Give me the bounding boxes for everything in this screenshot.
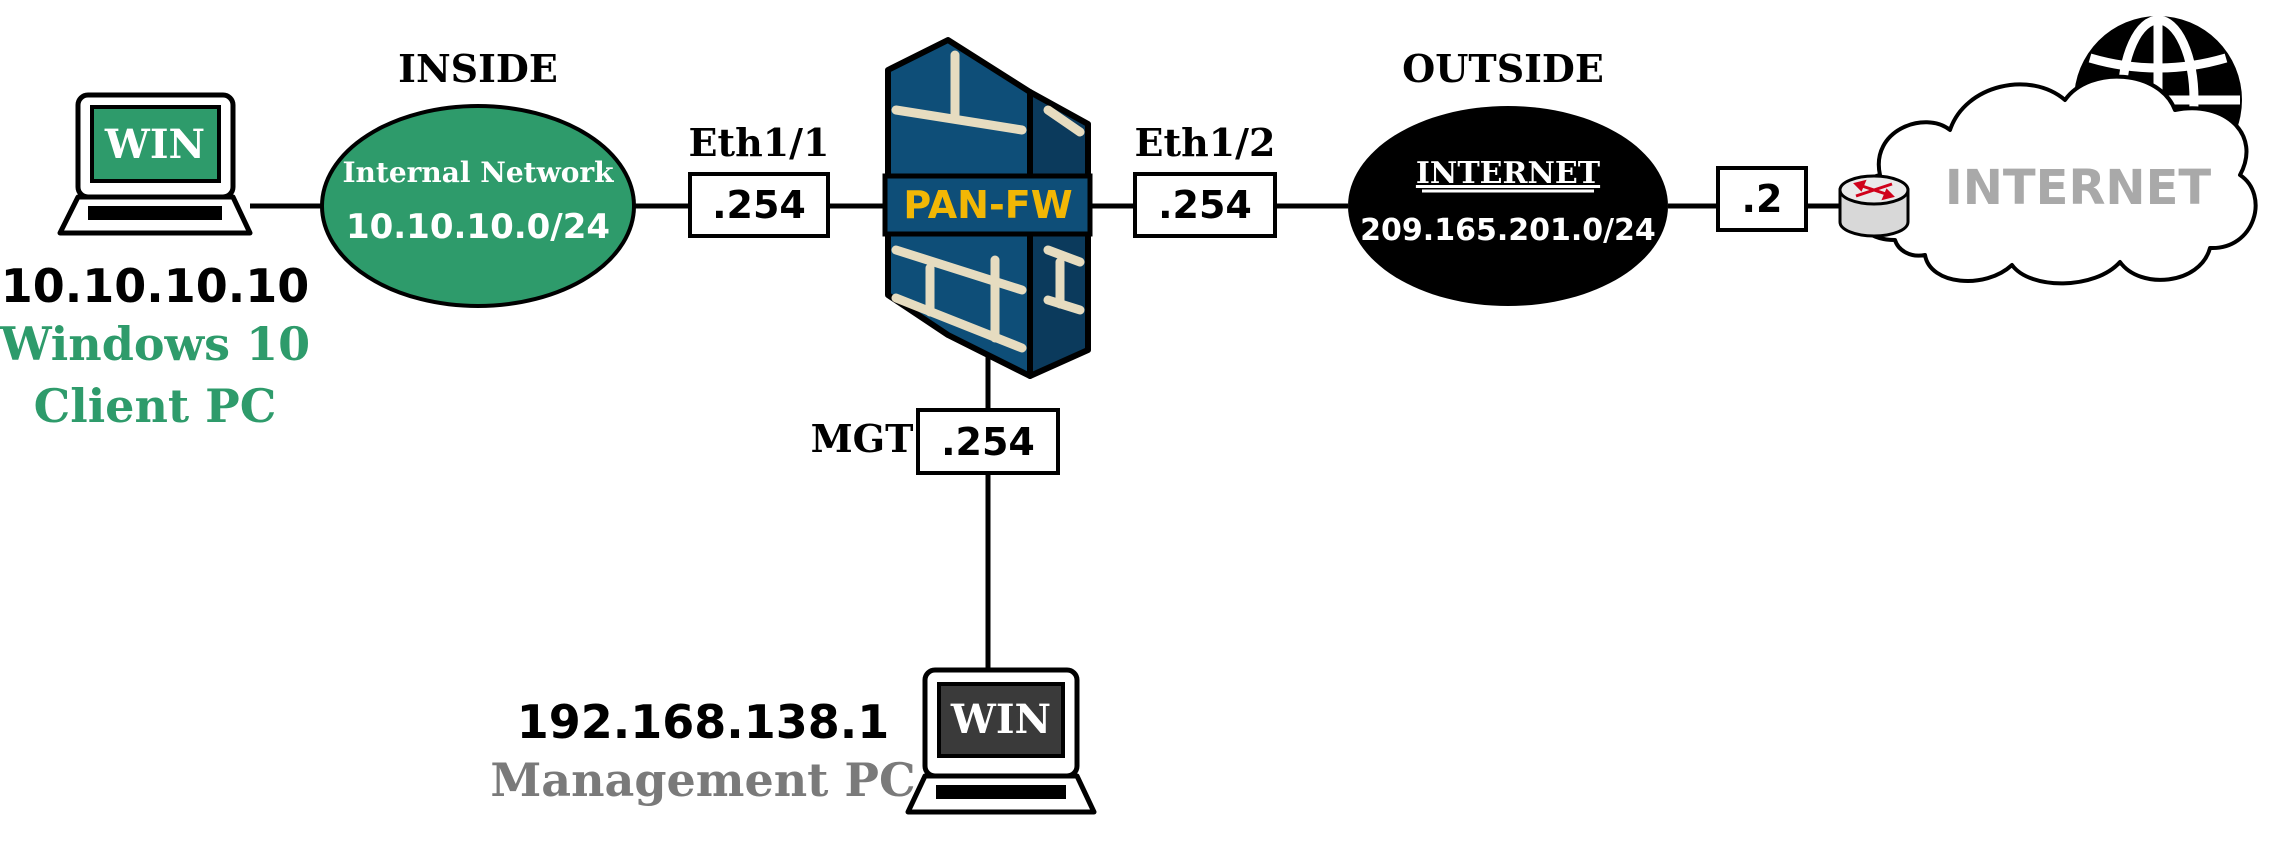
router-icon xyxy=(1838,174,1910,238)
firewall-name: PAN-FW xyxy=(903,183,1072,227)
eth1-1-ip-box xyxy=(688,172,830,238)
gateway-ip-box xyxy=(1716,166,1808,232)
eth1-2-ip-box xyxy=(1133,172,1277,238)
eth1-2-ip: .254 xyxy=(1158,183,1252,227)
links xyxy=(250,203,1840,670)
client-role-label: Client PC xyxy=(34,379,277,433)
eth1-1-ip: .254 xyxy=(712,183,806,227)
internal-network-title: Internal Network xyxy=(342,156,614,189)
zone-inside-label: INSIDE xyxy=(398,46,558,91)
firewall-brick-pattern xyxy=(891,50,1085,353)
client-ip: 10.10.10.10 xyxy=(1,259,309,313)
management-pc-laptop: WIN xyxy=(905,667,1097,815)
management-pc-ip: 192.168.138.1 xyxy=(517,695,890,749)
mgmt-laptop-screen xyxy=(937,682,1065,758)
internal-network-subnet: 10.10.10.0/24 xyxy=(346,207,610,247)
mgmt-laptop-keyboard xyxy=(936,785,1066,799)
firewall-label-band xyxy=(882,173,1093,237)
eth1-2-interface-label: Eth1/2 xyxy=(1135,120,1276,165)
internet-cloud-label: INTERNET xyxy=(1945,160,2211,216)
internal-network-ellipse xyxy=(320,104,636,308)
client-pc-laptop: WIN xyxy=(57,92,253,236)
mgt-interface-label: MGT xyxy=(811,416,914,461)
external-network-subnet: 209.165.201.0/24 xyxy=(1360,213,1656,248)
internal-network-node: Internal Network 10.10.10.0/24 xyxy=(320,104,636,308)
client-screen-label: WIN xyxy=(104,121,205,168)
firewall-device: PAN-FW xyxy=(882,37,1093,379)
eth1-1-interface-label: Eth1/1 xyxy=(689,120,830,165)
external-network-ellipse xyxy=(1348,106,1668,306)
external-network-node: INTERNET 209.165.201.0/24 xyxy=(1348,106,1668,306)
client-os-label: Windows 10 xyxy=(0,317,310,371)
internet-cloud: INTERNET xyxy=(1851,15,2258,286)
zone-outside-label: OUTSIDE xyxy=(1402,46,1604,91)
management-pc-label: Management PC xyxy=(490,753,915,807)
mgmt-screen-label: WIN xyxy=(950,696,1051,743)
gateway-ip: .2 xyxy=(1742,177,1783,221)
router-arrows xyxy=(1853,179,1895,201)
mgt-ip-box xyxy=(916,408,1060,475)
laptop-keyboard xyxy=(88,206,222,220)
laptop-screen xyxy=(90,105,221,183)
mgt-ip: .254 xyxy=(941,420,1035,464)
cloud-shape xyxy=(1851,74,2258,286)
external-network-title: INTERNET xyxy=(1416,156,1601,191)
